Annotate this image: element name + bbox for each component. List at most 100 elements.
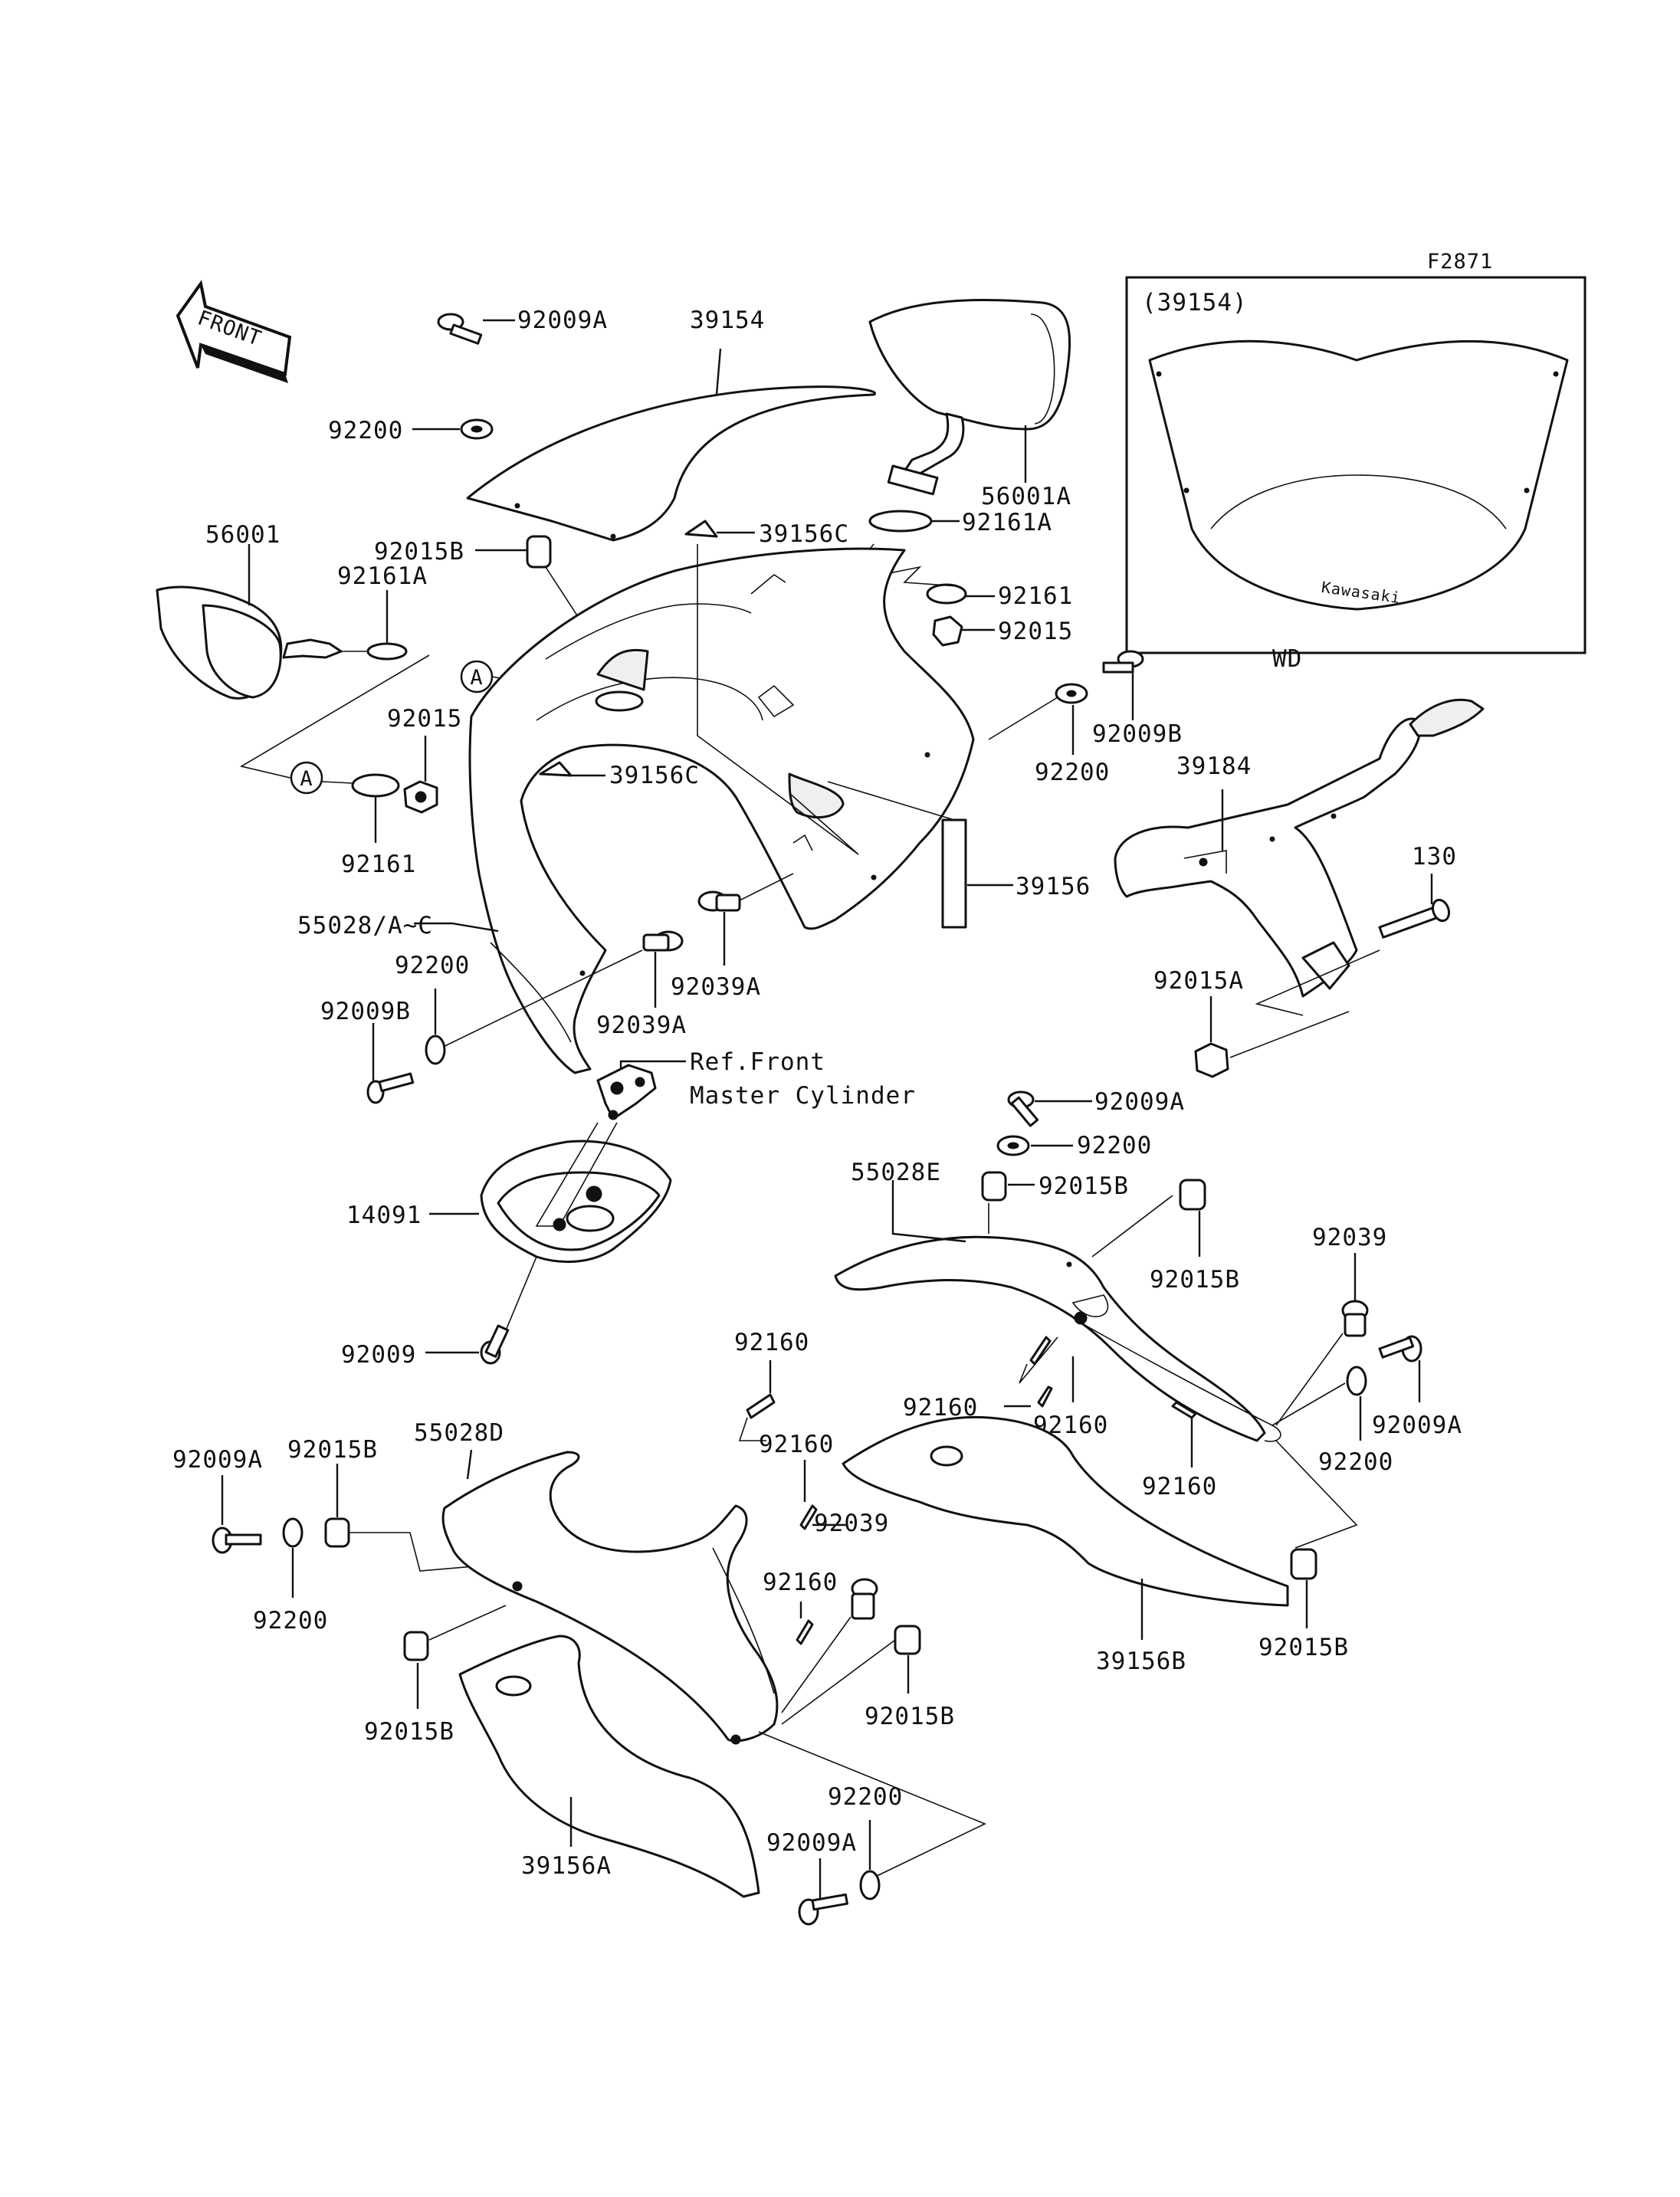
figure-code: F2871 (1427, 250, 1493, 274)
marker-a-lower: A (290, 761, 323, 795)
label-92009A-right: 92009A (1372, 1412, 1462, 1439)
tape-92160-a (799, 1504, 818, 1530)
washer-92200-left-low (282, 1517, 304, 1548)
label-55028D: 55028D (414, 1419, 504, 1447)
label-39156B: 39156B (1096, 1648, 1186, 1675)
label-39154: 39154 (690, 307, 765, 334)
label-92160-low-r: 92160 (1142, 1473, 1217, 1500)
label-92009: 92009 (341, 1341, 416, 1369)
screw-92009A-top (437, 313, 483, 345)
washer-92200-left-mid (425, 1035, 446, 1065)
damper-92161-right (926, 583, 967, 605)
washer-92200-right (1346, 1366, 1367, 1396)
label-56001A: 56001A (981, 483, 1071, 510)
grommet-92015B-left (324, 1517, 350, 1548)
screw-92009 (480, 1324, 510, 1365)
label-92009A-left: 92009A (172, 1446, 263, 1474)
grommet-92015B-right-mid (1179, 1179, 1206, 1211)
clip-92039-mid (851, 1578, 878, 1620)
clip-92039A-left (642, 930, 684, 952)
tape-92160-top (746, 1393, 776, 1419)
label-92039A-left: 92039A (596, 1012, 687, 1039)
side-cowl-55028E (834, 1235, 1281, 1442)
nut-92015-right (932, 615, 963, 647)
label-92200-mid-right: 92200 (1035, 759, 1110, 786)
grommet-92015B-low-center (894, 1625, 921, 1655)
label-92009A-bottom: 92009A (766, 1829, 857, 1857)
label-92160-a: 92160 (759, 1431, 834, 1458)
grommet-92015B-low-right (1290, 1548, 1317, 1580)
label-92015B-low-center: 92015B (865, 1703, 955, 1730)
label-92009B-left: 92009B (320, 998, 411, 1025)
label-92015B-low-right: 92015B (1258, 1634, 1349, 1661)
mirror-56001 (156, 585, 343, 700)
tape-92160-right-a (1029, 1336, 1052, 1366)
label-92160-top: 92160 (734, 1329, 809, 1356)
label-39184: 39184 (1176, 753, 1252, 780)
tape-92160-b (796, 1619, 814, 1645)
label-14091: 14091 (346, 1202, 422, 1229)
label-92015B-mid: 92015B (1039, 1172, 1129, 1200)
bolt-130 (1378, 898, 1451, 939)
mirror-56001A (868, 298, 1071, 496)
ref-front-line1: Ref.Front (690, 1048, 825, 1076)
clip-92039A-center (697, 890, 741, 912)
label-92015-left: 92015 (387, 705, 462, 733)
tape-39156 (941, 818, 967, 929)
label-92200-mid: 92200 (1077, 1132, 1152, 1159)
screw-92009A-bottom (798, 1893, 848, 1926)
damper-92161A-right (868, 510, 933, 533)
tape-39156C-top (684, 520, 718, 538)
master-cylinder-bracket (596, 1064, 657, 1120)
label-92039-right: 92039 (1312, 1224, 1387, 1251)
grommet-92015B-mid (981, 1171, 1007, 1202)
marker-a-upper: A (460, 660, 494, 694)
screw-92009A-mid (1007, 1090, 1039, 1127)
label-92009B-right: 92009B (1092, 720, 1183, 748)
label-92161-left: 92161 (341, 851, 416, 878)
label-92015A: 92015A (1153, 967, 1244, 995)
label-92039-mid: 92039 (814, 1510, 889, 1537)
svg-text:A: A (470, 666, 483, 690)
inset-windshield: (39154) Kawasaki WD (1125, 276, 1586, 673)
cover-14091 (480, 1139, 672, 1263)
label-39156C-mid: 39156C (609, 762, 700, 789)
label-92200-left-mid: 92200 (395, 952, 470, 979)
tape-39156B (842, 1415, 1289, 1607)
inset-title: (39154) (1142, 289, 1248, 316)
label-92009A-top: 92009A (517, 307, 608, 334)
side-cowl-55028D (441, 1451, 779, 1745)
damper-92161-left (351, 773, 400, 798)
grommet-92015B-low-left (403, 1631, 429, 1661)
screw-92009B-right (1102, 650, 1144, 674)
label-92009A-mid: 92009A (1094, 1088, 1185, 1116)
label-92015B-left: 92015B (287, 1436, 378, 1464)
clip-92039-right (1341, 1300, 1369, 1337)
label-92161A-right: 92161A (962, 509, 1052, 536)
label-92160-b: 92160 (763, 1569, 838, 1596)
label-39156C-top: 39156C (759, 520, 849, 548)
upper-cowl-55028 (468, 547, 975, 1074)
nut-92015A (1194, 1042, 1229, 1078)
tape-39156C-mid (539, 761, 573, 777)
label-92015-right: 92015 (998, 618, 1073, 645)
label-92161-right: 92161 (998, 582, 1073, 610)
label-39156A: 39156A (521, 1852, 612, 1880)
nut-92015-left (403, 780, 438, 814)
label-130: 130 (1412, 843, 1457, 871)
label-39156: 39156 (1016, 873, 1091, 900)
bracket-39184 (1114, 698, 1485, 998)
screw-92009A-right (1378, 1335, 1422, 1362)
damper-92161A-left (366, 642, 408, 661)
label-55028: 55028/A~C (297, 912, 433, 939)
ref-front-line2: Master Cylinder (690, 1082, 916, 1110)
windshield-39154 (466, 385, 877, 542)
screw-92009B-left (366, 1072, 415, 1104)
inset-frame (1125, 276, 1586, 654)
washer-92200-bottom (859, 1870, 881, 1900)
label-92015B-low-left: 92015B (364, 1718, 454, 1746)
label-92200-top: 92200 (328, 417, 403, 444)
screw-92009A-left (212, 1526, 262, 1554)
svg-text:A: A (300, 767, 313, 791)
